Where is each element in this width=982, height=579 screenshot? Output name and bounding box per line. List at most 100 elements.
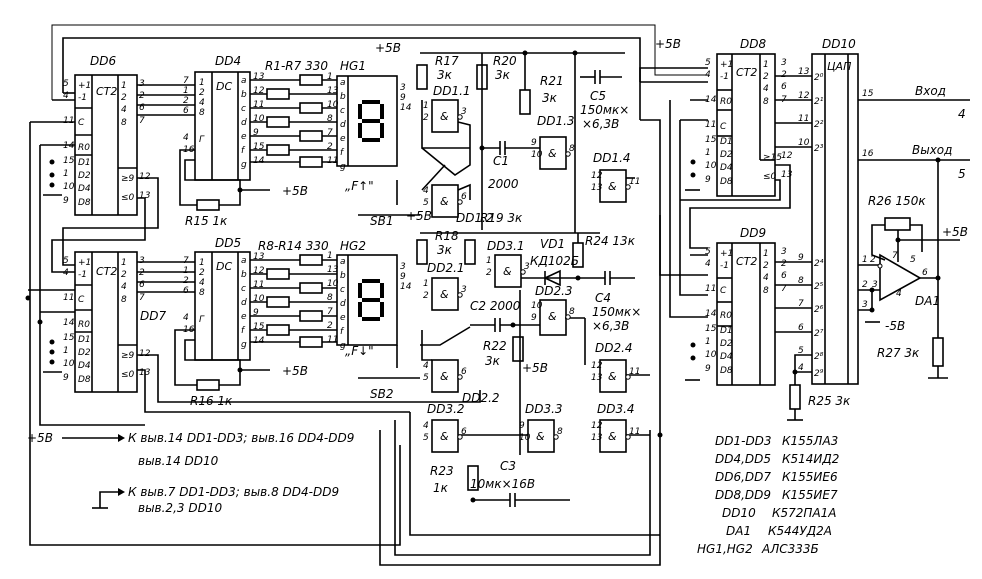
dd4-pin-number: 13 — [253, 72, 265, 82]
gate-block — [358, 53, 650, 507]
label-r18: R18 — [435, 229, 459, 243]
chip-dd6 — [74, 74, 138, 216]
label-sb2-func: „F↓" — [345, 344, 374, 358]
dd7-pin-number: 9 — [63, 373, 69, 383]
dd4-output-label: a — [241, 76, 247, 86]
dd4-input-label: 1 — [199, 78, 205, 88]
part-ref: DD8,DD9 — [715, 488, 771, 502]
dd6-pin-number: 1 — [63, 169, 69, 179]
gate-pin-number: 13 — [591, 433, 603, 443]
io-output-pin: 5 — [958, 167, 966, 181]
resistor-r25 — [787, 384, 803, 421]
gate-and-symbol: & — [548, 310, 557, 323]
label-c2: C2 2000 — [470, 299, 521, 313]
gate-pin-number: 6 — [461, 427, 467, 437]
resistors-r8-r14 — [250, 254, 337, 348]
dd8-pin-number: 1 — [705, 148, 711, 158]
supply-plus5-dd8: +5В — [655, 37, 681, 51]
label-c4: C4 — [595, 291, 611, 305]
dd5-input-label: 2 — [199, 268, 205, 278]
label-c4-val1: 150мк× — [592, 305, 641, 319]
gate-dd3-2 — [431, 419, 459, 453]
dd9-input-label: R0 — [720, 311, 732, 321]
dd9-output-label: 4 — [763, 273, 769, 283]
gate-pin-number: 12 — [591, 361, 603, 371]
part-type: АЛС333Б — [761, 542, 819, 556]
dd7-pin-number: 1 — [63, 346, 69, 356]
label-r21: R21 — [540, 74, 564, 88]
label-dd5: DD5 — [215, 236, 241, 250]
part-ref: DD1-DD3 — [715, 434, 772, 448]
gate-label: DD1.2 — [456, 211, 494, 225]
da1-pin-number: 3 — [862, 300, 868, 310]
dd5-pin-number: 13 — [253, 252, 265, 262]
dd6-output-label: ≥9 — [121, 174, 135, 184]
supply-minus5-da1: -5В — [885, 319, 905, 333]
dd7-pin-number: 7 — [139, 293, 145, 303]
dd4-input-label: 8 — [199, 108, 205, 118]
hg1-segment-label: f — [340, 148, 345, 158]
gate-label: DD2.3 — [535, 284, 573, 298]
dd6-output-label: 8 — [121, 118, 127, 128]
dd8-pin-number: 12 — [781, 151, 793, 161]
gate-label: DD3.2 — [427, 402, 465, 416]
dd7-pin-number: 10 — [63, 359, 75, 369]
da1-pin-number: 5 — [910, 255, 916, 265]
gate-inverter-bubble — [457, 434, 463, 440]
gate-inverter-bubble — [457, 199, 463, 205]
gate-label: DD2.1 — [427, 261, 465, 275]
hg2-segment-label: b — [340, 271, 346, 281]
note-power-1: К выв.14 DD1-DD3; выв.16 DD4-DD9 — [128, 431, 354, 445]
hg1-segment-label: b — [340, 92, 346, 102]
gate-inverter-bubble — [457, 114, 463, 120]
part-type: К544УД2А — [768, 524, 832, 538]
dd9-output-label: 8 — [763, 286, 769, 296]
dd9-output-label: 1 — [763, 249, 769, 259]
dd8-output-label: 2 — [763, 72, 769, 82]
gate-inverter-bubble — [565, 151, 571, 157]
dd10-input-label: 2¹ — [814, 97, 824, 107]
dd4-pin-number: 9 — [253, 128, 259, 138]
label-r25: R25 3к — [808, 394, 851, 408]
hg2-pin-number: 11 — [327, 335, 338, 345]
gate-inverter-bubble — [625, 184, 631, 190]
dd5-pin-number: 7 — [183, 256, 189, 266]
gate-inverter-bubble — [625, 434, 631, 440]
dd10-input-label: 2² — [814, 120, 824, 130]
dd7-pin-number: 13 — [139, 368, 151, 378]
part-type: К155ИЕ6 — [782, 470, 838, 484]
dd10-input-label: 2⁹ — [814, 369, 824, 379]
potentiometer-r26 — [871, 217, 923, 262]
label-hg1: HG1 — [340, 59, 366, 73]
gate-pin-number: 13 — [591, 183, 603, 193]
dd5-output-label: a — [241, 256, 247, 266]
gate-dd2-4 — [599, 359, 627, 393]
dd4-input-label: Г — [199, 135, 205, 145]
dd6-input-label: D2 — [78, 171, 91, 181]
dd6-output-label: 2 — [121, 93, 127, 103]
dd5-pin-number: 1 — [183, 266, 189, 276]
label-r27: R27 3к — [877, 346, 920, 360]
gate-pin-number: 6 — [461, 192, 467, 202]
dd7-pin-number: 3 — [139, 256, 145, 266]
dd6-input-label: D4 — [78, 184, 91, 194]
dd10-pin-number: 16 — [862, 149, 874, 159]
gate-label: DD2.2 — [462, 391, 500, 405]
part-ref: HG1,HG2 — [697, 542, 753, 556]
supply-plus5-da1: +5В — [942, 225, 968, 239]
dd7-pin-number: 6 — [139, 280, 145, 290]
hg1-segment-label: e — [340, 134, 346, 144]
dd4-input-label: 2 — [199, 88, 205, 98]
junctions — [25, 50, 941, 503]
dd4-output-label: c — [241, 104, 246, 114]
hg2-pin-number: 8 — [327, 293, 333, 303]
hg2-pin-number: 9 — [400, 272, 406, 282]
gate-pin-number: 13 — [591, 373, 603, 383]
dd10-pin-number: 12 — [798, 91, 810, 101]
hg1-segment-label: d — [340, 120, 346, 130]
dd4-pin-number: 12 — [253, 86, 265, 96]
label-dd8: DD8 — [740, 37, 766, 51]
dd10-pin-number: 6 — [798, 323, 804, 333]
dd10-pin-number: 4 — [798, 363, 804, 373]
label-sb1-func: „F↑" — [345, 179, 374, 193]
